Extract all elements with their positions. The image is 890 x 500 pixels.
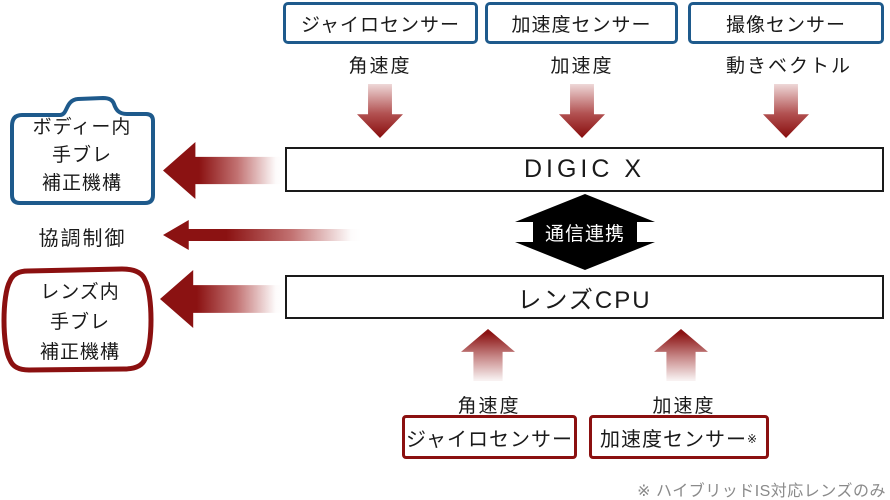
lens-stabilizer-label: レンズ内 手ブレ 補正機構 [39, 282, 120, 363]
digic-x-label: DIGIC X [523, 155, 646, 183]
image-sensor-label: 撮像センサー [725, 14, 846, 36]
accel-sensor-bottom-label: 加速度センサー [599, 428, 747, 451]
footnote: ※ ハイブリッドIS対応レンズのみ [637, 483, 886, 500]
accel-sensor-box-top: 加速度センサー [485, 2, 678, 44]
image-sensor-box-top: 撮像センサー [688, 2, 884, 44]
down-arrow-icon [763, 84, 809, 138]
acceleration-label-bottom: 加速度 [652, 396, 716, 417]
up-arrow-icon [654, 329, 708, 381]
gyro-sensor-bottom-label: ジャイロセンサー [406, 428, 573, 451]
acceleration-label-top: 加速度 [550, 56, 614, 77]
body-stabilizer-label: ボディー内 手ブレ 補正機構 [32, 117, 132, 194]
vertical-double-arrow-icon [515, 194, 655, 270]
lens-cpu-box: レンズCPU [285, 275, 884, 319]
left-arrow-icon [160, 270, 283, 328]
left-arrow-icon [163, 142, 283, 199]
left-arrow-icon [163, 220, 361, 250]
coordination-control-label: 協調制御 [38, 228, 127, 250]
angular-velocity-label-top: 角速度 [348, 56, 412, 77]
angular-velocity-label-bottom: 角速度 [457, 396, 521, 417]
gyro-sensor-box-bottom: ジャイロセンサー [402, 415, 577, 459]
comm-link-label: 通信連携 [544, 223, 625, 245]
lens-barrel-icon [1, 266, 154, 373]
down-arrow-icon [559, 84, 605, 138]
gyro-sensor-box-top: ジャイロセンサー [283, 2, 478, 44]
down-arrow-icon [357, 84, 403, 138]
accel-sensor-label: 加速度センサー [511, 14, 652, 36]
accel-sensor-box-bottom: 加速度センサー※ [589, 415, 769, 459]
footnote-mark: ※ [746, 432, 759, 446]
gyro-sensor-label: ジャイロセンサー [300, 14, 461, 36]
camera-body-icon [10, 96, 155, 205]
motion-vector-label: 動きベクトル [726, 56, 853, 77]
lens-cpu-label: レンズCPU [517, 286, 652, 314]
digic-x-box: DIGIC X [285, 147, 884, 192]
up-arrow-icon [461, 329, 515, 381]
